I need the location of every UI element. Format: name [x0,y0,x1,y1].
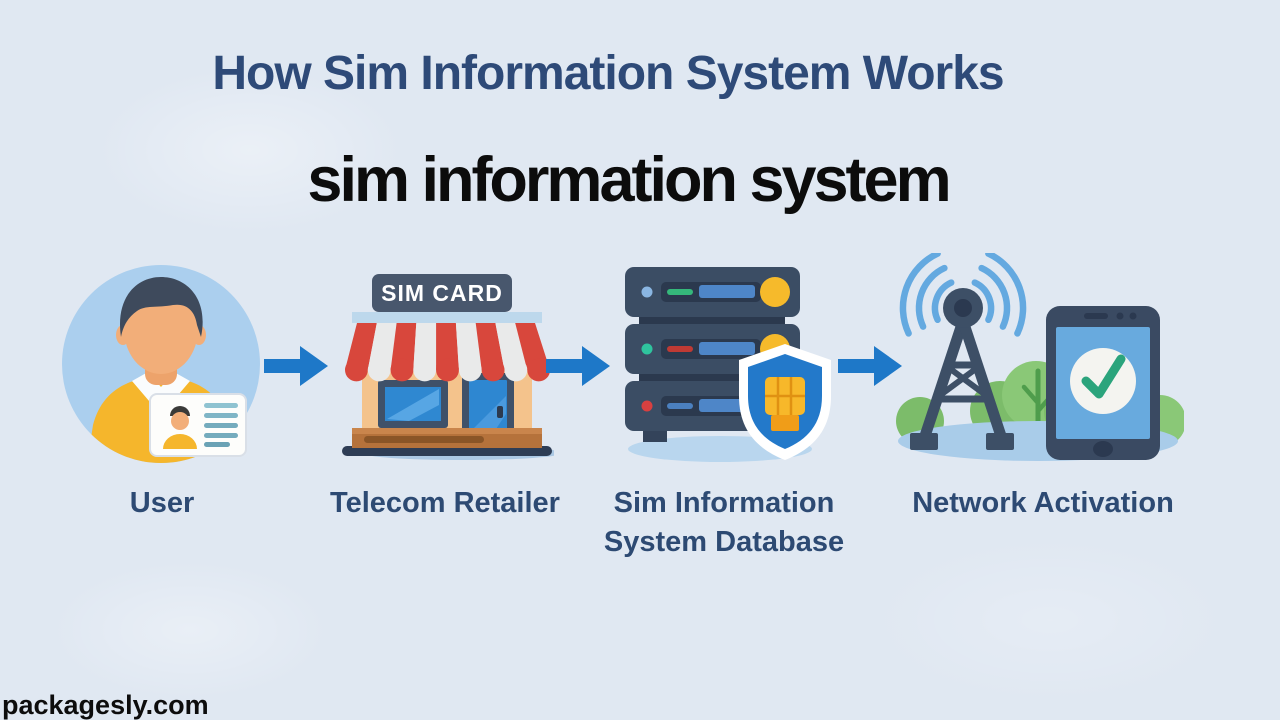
right-arrow-icon [838,346,902,386]
cell-tower [910,288,1014,450]
website-watermark: packagesly.com [2,690,209,720]
sim-card-sign-text: SIM CARD [381,280,503,306]
step-label-sim-database: Sim Information System Database [603,487,845,558]
security-shield [739,344,831,460]
user-with-id-card-icon [62,265,260,463]
right-arrow-icon [264,346,328,386]
striped-awning [345,323,551,382]
step-label-user: User [129,487,195,519]
sim-chip [765,377,805,431]
page-subtitle: sim information system [307,145,951,215]
id-card [149,393,247,457]
server-database-shield-icon [625,267,831,462]
store-base [352,428,542,448]
store-window [378,380,448,428]
store-door [462,373,514,443]
checkmark-icon [1081,354,1126,399]
step-label-network-activation: Network Activation [912,487,1174,519]
step-label-telecom-retailer: Telecom Retailer [330,487,560,519]
telecom-store-icon: SIM CARD [342,274,554,460]
page-title: How Sim Information System Works [212,47,1004,100]
sim-card-sign: SIM CARD [372,274,512,312]
signal-waves [899,253,1027,337]
cell-tower-phone-check-icon [896,253,1184,461]
right-arrow-icon [546,346,610,386]
smartphone [1046,306,1160,460]
